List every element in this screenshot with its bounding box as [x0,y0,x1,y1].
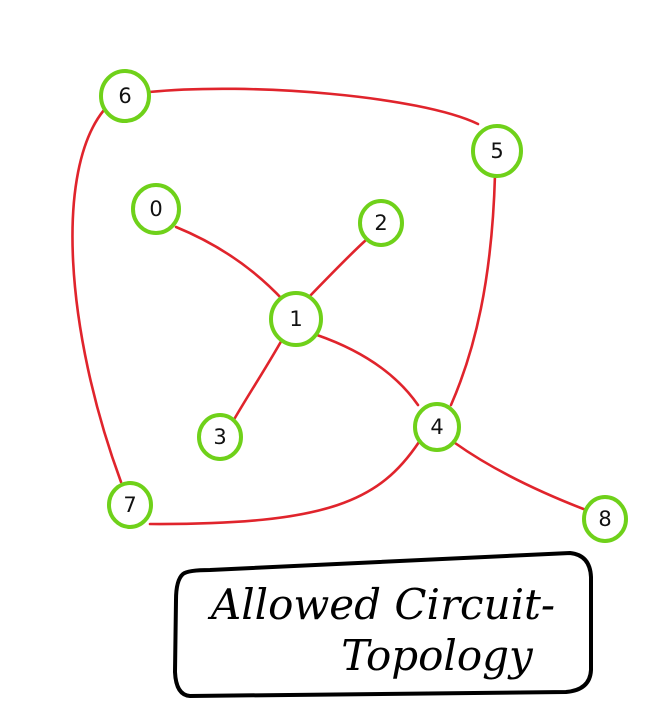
node-5: 5 [471,124,523,178]
node-8: 8 [582,495,628,543]
nodes-layer: 0 1 2 3 4 5 6 7 8 [99,69,628,543]
node-circle [582,495,628,543]
node-circle [107,481,153,529]
node-label: 2 [374,211,387,235]
edge-6-7 [71,108,123,484]
edges-layer [71,87,588,526]
node-circle [99,69,151,123]
caption-border [173,551,593,698]
node-label: 8 [598,507,611,531]
node-circle [197,413,243,461]
node-6: 6 [99,69,151,123]
edge-1-2 [306,238,368,300]
caption-line-1: Allowed Circuit- [207,580,555,629]
edge-0-1 [174,225,285,302]
node-1: 1 [269,291,323,347]
node-circle [269,291,323,347]
caption-line-2: Topology [341,631,534,680]
edge-1-3 [230,336,285,425]
edge-4-5 [449,173,497,407]
node-label: 4 [430,415,443,439]
node-circle [471,124,523,178]
edge-6-5 [147,87,480,126]
node-label: 3 [213,425,226,449]
edge-1-4 [315,333,420,407]
node-label: 0 [149,197,162,221]
node-label: 1 [289,307,302,331]
edge-4-8 [453,441,588,512]
node-circle [413,402,461,452]
node-0: 0 [131,183,181,235]
node-circle [131,183,181,235]
node-2: 2 [358,199,404,247]
node-label: 7 [123,493,136,517]
edge-4-7 [148,440,421,526]
node-circle [358,199,404,247]
node-label: 5 [490,139,503,163]
node-4: 4 [413,402,461,452]
node-3: 3 [197,413,243,461]
node-label: 6 [118,84,131,108]
caption-box: Allowed Circuit- Topology [173,551,593,698]
node-7: 7 [107,481,153,529]
